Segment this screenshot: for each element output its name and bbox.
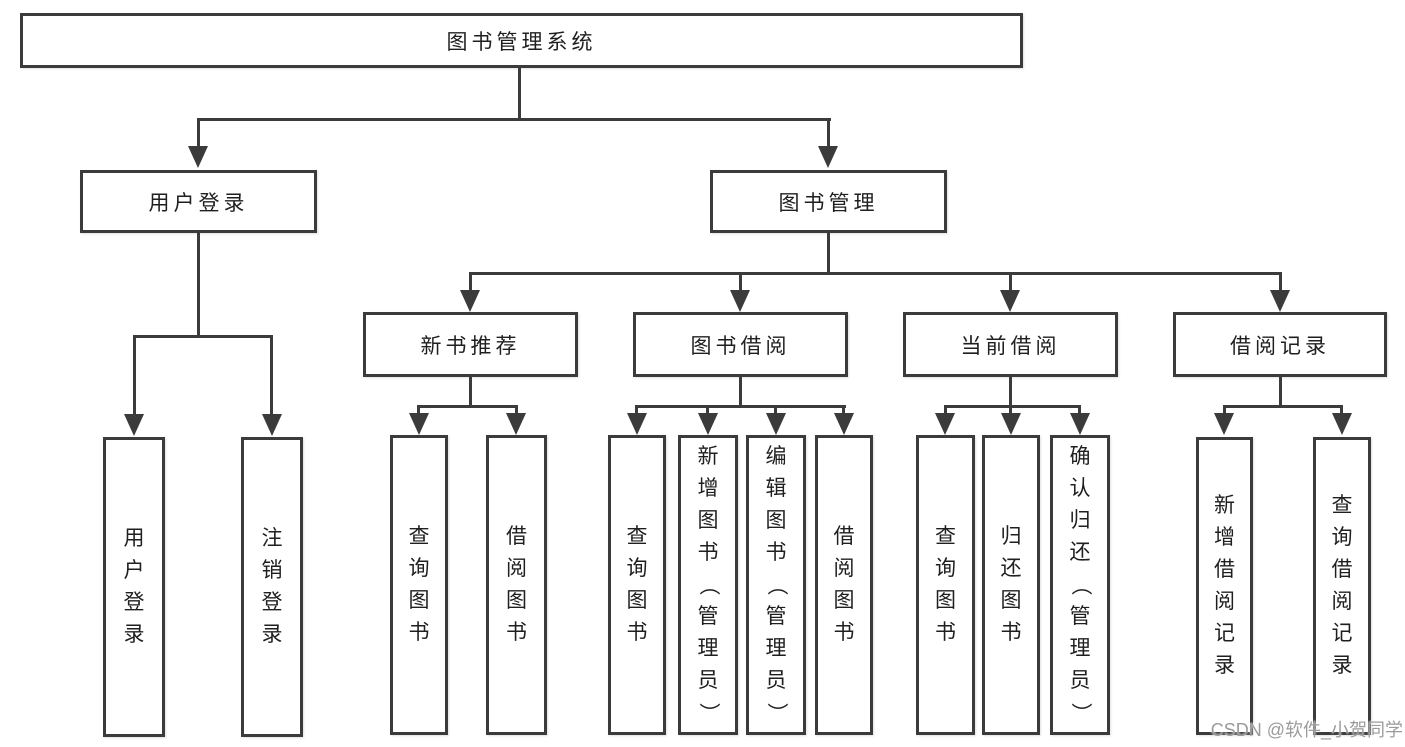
arrow-down-icon	[262, 414, 282, 436]
connector-line	[417, 405, 420, 415]
connector-line	[417, 405, 518, 408]
arrow-down-icon	[1001, 413, 1021, 435]
arrow-down-icon	[1070, 413, 1090, 435]
leaf-label: 新增图书（管理员）	[697, 445, 720, 724]
connector-line	[197, 118, 200, 148]
connector-line	[944, 405, 1081, 408]
connector-line	[469, 272, 472, 292]
connector-line	[133, 335, 273, 338]
arrow-down-icon	[1332, 413, 1352, 435]
leaf-label: 查询图书	[626, 525, 648, 644]
connector-line	[1223, 405, 1226, 415]
leaf-edit-books-admin: 编辑图书（管理员）	[746, 435, 806, 735]
connector-line	[739, 272, 742, 292]
connector-line	[1340, 405, 1343, 415]
leaf-label: 归还图书	[1000, 525, 1022, 644]
node-new-book-recommend: 新书推荐	[363, 312, 578, 377]
leaf-query-borrow-record: 查询借阅记录	[1313, 437, 1371, 735]
leaf-label: 查询借阅记录	[1331, 494, 1353, 677]
connector-line	[518, 68, 521, 120]
connector-line	[1279, 377, 1282, 407]
connector-line	[774, 405, 777, 415]
connector-line	[944, 405, 947, 415]
leaf-add-borrow-record: 新增借阅记录	[1196, 437, 1253, 735]
connector-line	[739, 377, 742, 407]
arrow-down-icon	[935, 413, 955, 435]
connector-line	[133, 335, 136, 415]
arrow-down-icon	[460, 290, 480, 312]
leaf-label: 新增借阅记录	[1214, 494, 1235, 677]
arrow-down-icon	[1270, 290, 1290, 312]
node-new-book-recommend-label: 新书推荐	[420, 334, 521, 358]
connector-line	[469, 272, 1281, 275]
arrow-down-icon	[730, 290, 750, 312]
connector-line	[635, 405, 638, 415]
leaf-label: 确认归还（管理员）	[1069, 445, 1092, 724]
node-user-login-label: 用户登录	[148, 191, 249, 215]
connector-line	[197, 118, 831, 121]
node-root-label: 图书管理系统	[446, 30, 597, 54]
node-book-borrow: 图书借阅	[633, 312, 848, 377]
node-current-borrow-label: 当前借阅	[960, 334, 1061, 358]
leaf-query-books-borrow: 查询图书	[608, 435, 666, 735]
leaf-query-books-recommend: 查询图书	[390, 435, 448, 735]
arrow-down-icon	[409, 413, 429, 435]
leaf-logout: 注销登录	[241, 437, 303, 737]
connector-line	[1009, 377, 1012, 407]
connector-line	[635, 405, 846, 408]
leaf-add-books-admin: 新增图书（管理员）	[678, 435, 738, 735]
connector-line	[1009, 405, 1012, 415]
node-borrow-records: 借阅记录	[1173, 312, 1387, 377]
connector-line	[1279, 272, 1282, 292]
leaf-label: 借阅图书	[833, 525, 855, 644]
connector-line	[827, 118, 830, 148]
leaf-borrow-books-recommend: 借阅图书	[486, 435, 547, 735]
arrow-down-icon	[766, 413, 786, 435]
leaf-confirm-return-admin: 确认归还（管理员）	[1050, 435, 1110, 735]
leaf-user-login-label: 用户登录	[123, 527, 145, 646]
arrow-down-icon	[698, 413, 718, 435]
arrow-down-icon	[124, 414, 144, 436]
connector-line	[515, 405, 518, 415]
connector-line	[270, 335, 273, 415]
leaf-borrow-books: 借阅图书	[815, 435, 873, 735]
connector-line	[1223, 405, 1343, 408]
connector-line	[706, 405, 709, 415]
arrow-down-icon	[1000, 290, 1020, 312]
arrow-down-icon	[818, 146, 838, 168]
node-root: 图书管理系统	[20, 13, 1023, 68]
connector-line	[469, 377, 472, 407]
leaf-label: 查询图书	[408, 525, 430, 644]
node-user-login: 用户登录	[80, 170, 317, 233]
leaf-user-login: 用户登录	[103, 437, 165, 737]
connector-line	[1009, 272, 1012, 292]
leaf-logout-label: 注销登录	[261, 527, 283, 646]
leaf-return-books: 归还图书	[982, 435, 1040, 735]
leaf-label: 借阅图书	[506, 525, 527, 644]
node-book-management: 图书管理	[710, 170, 947, 233]
arrow-down-icon	[506, 413, 526, 435]
node-borrow-records-label: 借阅记录	[1230, 334, 1330, 358]
arrow-down-icon	[1214, 413, 1234, 435]
node-book-management-label: 图书管理	[778, 191, 879, 215]
connector-line	[827, 233, 830, 274]
arrow-down-icon	[188, 146, 208, 168]
node-current-borrow: 当前借阅	[903, 312, 1118, 377]
connector-line	[842, 405, 845, 415]
connector-line	[1078, 405, 1081, 415]
leaf-label: 查询图书	[935, 525, 956, 644]
arrow-down-icon	[627, 413, 647, 435]
arrow-down-icon	[834, 413, 854, 435]
node-book-borrow-label: 图书借阅	[690, 334, 791, 358]
csdn-watermark: CSDN @软件_小贺同学	[1210, 720, 1403, 740]
leaf-label: 编辑图书（管理员）	[765, 445, 788, 724]
connector-line	[197, 233, 200, 337]
leaf-query-books-current: 查询图书	[916, 435, 975, 735]
